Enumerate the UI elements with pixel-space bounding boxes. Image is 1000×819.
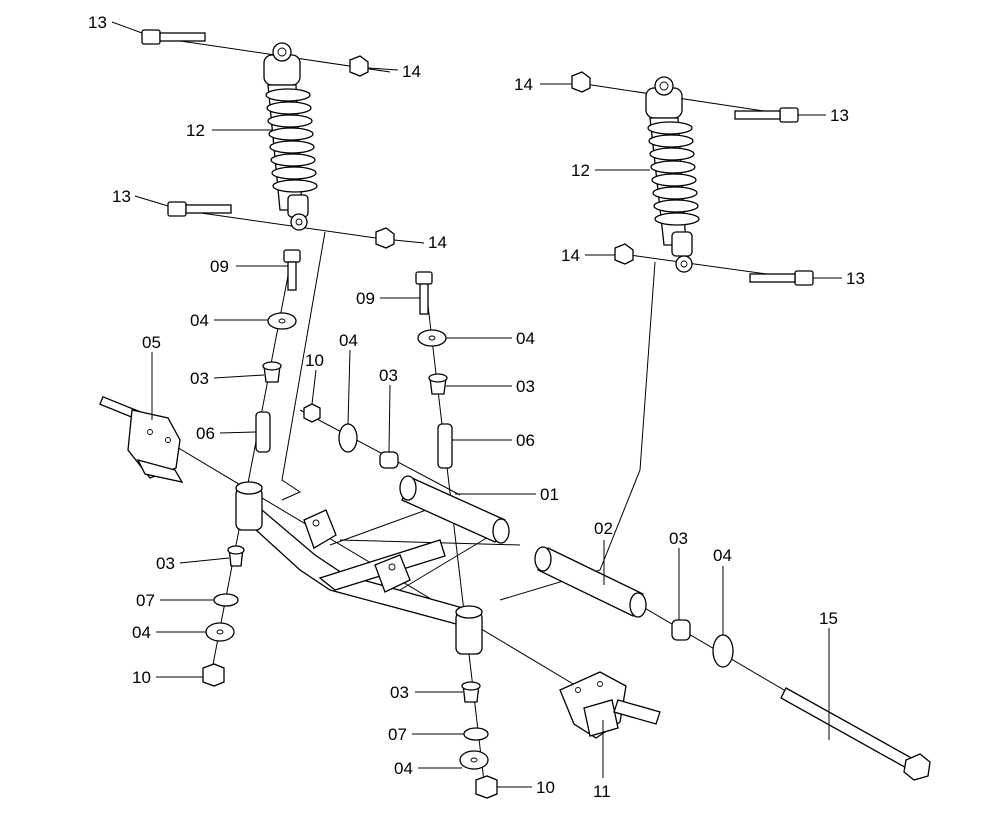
callout-03: 03: [669, 529, 688, 548]
callout-03: 03: [156, 554, 175, 573]
callout-03: 03: [190, 369, 209, 388]
callout-04: 04: [132, 623, 151, 642]
callout-14: 14: [402, 62, 421, 81]
callout-labels: 13 14 12 13 14 09 04 03 06 05 03 07 04 1…: [88, 13, 865, 801]
nuts-10: [202, 403, 498, 799]
callout-10: 10: [132, 668, 151, 687]
callout-09: 09: [356, 289, 375, 308]
callout-03: 03: [379, 366, 398, 385]
callout-leaders: [111, 21, 842, 788]
callout-04: 04: [713, 546, 732, 565]
callout-13: 13: [88, 13, 107, 32]
callout-04: 04: [516, 329, 535, 348]
nuts-14: [349, 55, 634, 265]
callout-04: 04: [190, 311, 209, 330]
tube-02: [534, 546, 647, 618]
callout-01: 01: [540, 485, 559, 504]
a-arm-frame: [235, 481, 483, 655]
callout-03: 03: [516, 377, 535, 396]
callout-11: 11: [593, 782, 611, 801]
callout-09: 09: [210, 257, 229, 276]
callout-05: 05: [142, 333, 161, 352]
callout-02: 02: [594, 519, 613, 538]
callout-15: 15: [819, 609, 838, 628]
tube-01: [399, 475, 510, 544]
callout-12: 12: [186, 121, 205, 140]
callout-10: 10: [305, 351, 324, 370]
callout-14: 14: [561, 246, 580, 265]
callout-10: 10: [536, 778, 555, 797]
callout-13: 13: [112, 187, 131, 206]
washers-04: [205, 312, 734, 770]
callout-12: 12: [571, 161, 590, 180]
callout-06: 06: [196, 424, 215, 443]
callout-14: 14: [428, 233, 447, 252]
bolts-09: [283, 249, 433, 315]
callout-13: 13: [830, 106, 849, 125]
long-bolt-15: [780, 687, 931, 781]
shock-absorber-right: [645, 76, 700, 273]
bushings-03: [227, 361, 691, 703]
callout-07: 07: [388, 725, 407, 744]
callout-04: 04: [339, 331, 358, 350]
callout-06: 06: [516, 431, 535, 450]
callout-04: 04: [394, 759, 413, 778]
shock-absorber-left: [263, 42, 318, 231]
callout-13: 13: [846, 269, 865, 288]
callout-03: 03: [390, 683, 409, 702]
spindle-bracket-11: [559, 671, 661, 739]
callout-07: 07: [136, 591, 155, 610]
bolts-13: [141, 29, 814, 286]
sleeves-06: [255, 411, 453, 469]
spindle-bracket-05: [99, 395, 184, 483]
callout-14: 14: [514, 75, 533, 94]
